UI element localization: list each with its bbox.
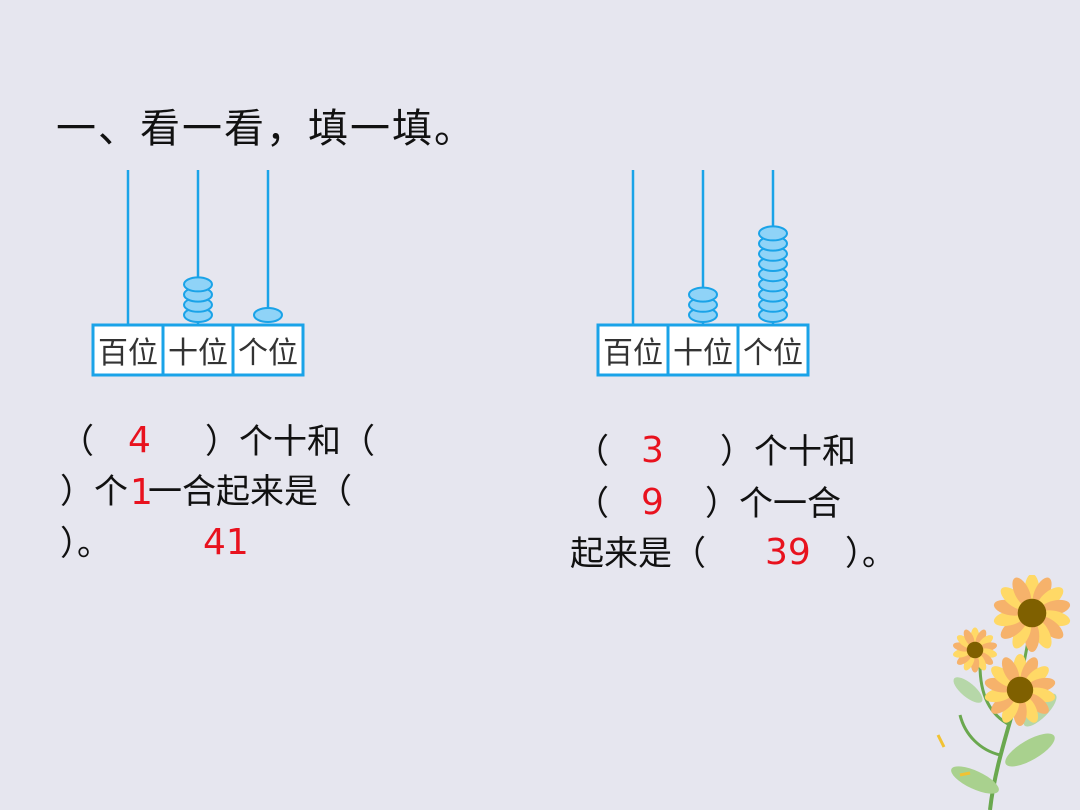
label-ones: 个位 bbox=[238, 336, 298, 371]
left-answer-ones: 1 bbox=[130, 472, 153, 513]
right-line1-a: （ bbox=[575, 432, 609, 472]
bead-ones bbox=[253, 307, 283, 323]
label-tens: 十位 bbox=[168, 336, 228, 371]
left-line1-open: （ bbox=[60, 422, 94, 462]
place-value-box bbox=[91, 323, 305, 377]
beads-tens bbox=[688, 286, 718, 323]
right-answer-total: 39 bbox=[765, 532, 811, 573]
right-answer-tens: 3 bbox=[641, 430, 664, 471]
right-line3-a: 起来是（ bbox=[570, 534, 706, 574]
left-answer-tens: 4 bbox=[128, 420, 151, 461]
left-line2-b: 一合起来是（ bbox=[148, 472, 352, 512]
left-line2-a: ）个 bbox=[60, 472, 128, 512]
place-value-box bbox=[596, 323, 810, 377]
abacus-left: 百位 十位 个位 bbox=[91, 170, 305, 377]
label-hundreds: 百位 bbox=[98, 336, 158, 371]
slide-title: 一、看一看，填一填。 bbox=[56, 106, 476, 152]
right-line2-b: ）个一合 bbox=[705, 484, 841, 524]
left-line3: ）。 bbox=[60, 524, 111, 564]
left-answer-total: 41 bbox=[203, 522, 249, 563]
sunflower-decoration-icon bbox=[936, 575, 1071, 810]
label-tens: 十位 bbox=[673, 336, 733, 371]
label-ones: 个位 bbox=[743, 336, 803, 371]
beads-ones bbox=[758, 225, 788, 323]
right-line2-a: （ bbox=[575, 484, 609, 524]
bead-ones bbox=[758, 225, 788, 242]
right-line3-b: ）。 bbox=[845, 534, 896, 574]
label-hundreds: 百位 bbox=[603, 336, 663, 371]
abacus-right: 百位 十位 个位 bbox=[596, 170, 810, 377]
left-line1-rest: ）个十和（ bbox=[205, 422, 375, 462]
bead-tens bbox=[183, 276, 213, 293]
right-line1-b: ）个十和 bbox=[720, 432, 856, 472]
right-answer-ones: 9 bbox=[641, 482, 664, 523]
beads-tens bbox=[183, 276, 213, 323]
bead-tens bbox=[688, 286, 718, 303]
beads-ones bbox=[253, 307, 283, 323]
